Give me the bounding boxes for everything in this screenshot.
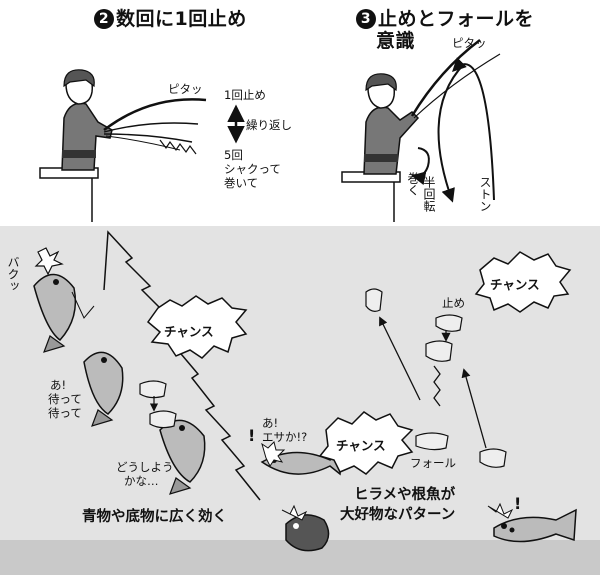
label-jerk-1: 5回 bbox=[224, 148, 243, 162]
jerk-zigzag bbox=[159, 139, 197, 155]
label-wait-2: 待って bbox=[48, 406, 82, 420]
label-jerk-2: シャクって bbox=[224, 162, 281, 176]
fall-arc-inner bbox=[437, 63, 465, 203]
label-esa: エサか!? bbox=[262, 430, 308, 444]
label-jerk-3: 巻いて bbox=[224, 176, 259, 190]
caption-right-1: ヒラメや根魚が bbox=[354, 487, 456, 503]
fish-bottom-left bbox=[159, 419, 206, 495]
label-doushiyou-2: かな… bbox=[124, 474, 159, 488]
lure-chance-left bbox=[139, 380, 177, 429]
label-wind: 巻く bbox=[406, 172, 420, 196]
step-number-3: 3 bbox=[356, 9, 376, 29]
label-ah-2: あ! bbox=[262, 416, 279, 430]
angler-right bbox=[341, 73, 420, 222]
half-turn-arrow bbox=[411, 147, 430, 186]
label-repeat: 繰り返し bbox=[246, 118, 292, 132]
caption-right-2: 大好物なパターン bbox=[340, 507, 456, 523]
panel2-title-text: 数回に1回止め bbox=[116, 8, 247, 30]
flutter-fall bbox=[433, 365, 441, 407]
label-wait-1: 待って bbox=[48, 392, 82, 406]
panel3-pitatt: ピタッ bbox=[452, 36, 487, 50]
label-ah-1: あ! bbox=[50, 378, 67, 392]
lure-right-path bbox=[365, 288, 507, 468]
flounder bbox=[493, 508, 577, 543]
fall-arc-outer bbox=[452, 57, 495, 201]
exclaim-middle: ! bbox=[248, 426, 256, 445]
angler-body-right bbox=[363, 106, 420, 175]
exclaim-right: ! bbox=[514, 494, 522, 513]
fish-mid-left bbox=[83, 351, 124, 427]
panel2-pitatt: ピタッ bbox=[168, 82, 203, 96]
panel3-title-line1: 止めとフォールを bbox=[378, 8, 535, 30]
rod-right bbox=[410, 39, 501, 119]
chance-text-right: チャンス bbox=[490, 277, 540, 292]
angler-left bbox=[39, 69, 113, 222]
chance-burst-right bbox=[474, 251, 572, 313]
notice-burst bbox=[261, 441, 286, 467]
fish-top-left bbox=[33, 273, 77, 353]
step-number-2: 2 bbox=[94, 9, 114, 29]
chance-burst-left bbox=[146, 295, 248, 359]
label-doushiyou-1: どうしよう bbox=[116, 460, 174, 474]
caption-left: 青物や底物に広く効く bbox=[82, 509, 227, 525]
chance-burst-middle bbox=[318, 411, 414, 475]
label-fall: フォール bbox=[410, 456, 456, 470]
rockfish bbox=[285, 514, 330, 552]
chance-text-middle: チャンス bbox=[336, 438, 386, 453]
label-stop-once: 1回止め bbox=[224, 88, 266, 102]
angler-body bbox=[61, 102, 113, 171]
label-stop: 止め bbox=[442, 296, 465, 310]
rod-left bbox=[103, 98, 207, 155]
chance-text-left: チャンス bbox=[164, 324, 214, 339]
label-suton: ストン bbox=[478, 176, 492, 212]
label-half-turn: 半回転 bbox=[422, 176, 436, 212]
lure-1 bbox=[71, 291, 95, 319]
angler-belt bbox=[62, 150, 96, 158]
panel3-title-line2: 意識 bbox=[376, 30, 416, 52]
angler-cap bbox=[63, 69, 95, 88]
bite-burst bbox=[34, 247, 64, 276]
label-bakutt: バクッ bbox=[6, 256, 20, 292]
